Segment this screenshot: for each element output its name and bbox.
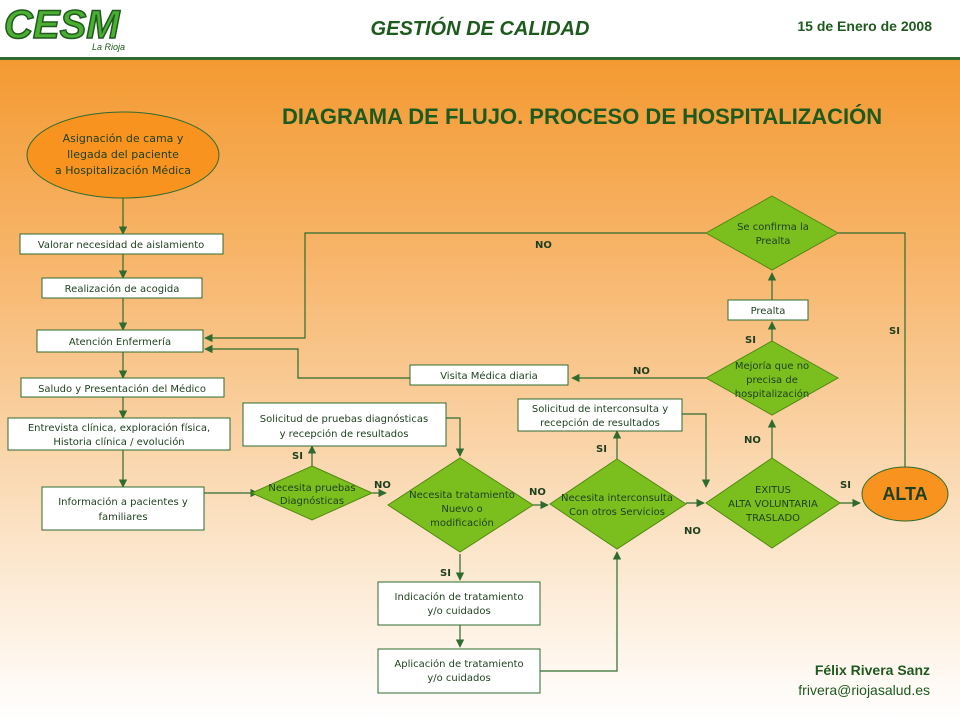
edge-label-pruebas-no: NO [374, 480, 391, 491]
svg-text:Entrevista clínica, exploració: Entrevista clínica, exploración física,H… [28, 422, 210, 448]
edge-visita-enfermeria [204, 344, 410, 379]
logo-text: CESM [4, 3, 121, 47]
node-enfermeria: Atención Enfermería [36, 329, 204, 353]
page-header: CESM La Rioja GESTIÓN DE CALIDAD 15 de E… [0, 0, 960, 58]
svg-text:Atención Enfermería: Atención Enfermería [69, 336, 171, 348]
svg-text:Valorar necesidad de aislamien: Valorar necesidad de aislamiento [38, 240, 205, 251]
svg-text:Visita Médica diaria: Visita Médica diaria [440, 370, 538, 382]
edge-labels: SI NO SI NO SI NO SI NO SI NO SI NO [292, 240, 900, 579]
logo-subtitle: La Rioja [92, 42, 125, 52]
node-valorar: Valorar necesidad de aislamiento [19, 233, 224, 255]
author-email: frivera@riojasalud.es [798, 682, 930, 698]
edge-label-mejoria-no: NO [633, 366, 650, 377]
node-alta: ALTA [861, 466, 949, 522]
edge-label-tratamiento-si: SI [440, 568, 451, 579]
edge-label-exitus-no: NO [744, 435, 761, 446]
svg-text:ALTA: ALTA [882, 484, 927, 504]
diagram-title: DIAGRAMA DE FLUJO. PROCESO DE HOSPITALIZ… [282, 104, 883, 129]
header-date: 15 de Enero de 2008 [797, 18, 932, 34]
edge-label-confirma-no: NO [535, 240, 552, 251]
edge-label-interconsulta-si: SI [596, 444, 607, 455]
edge-label-tratamiento-no: NO [529, 487, 546, 498]
edge-label-pruebas-si: SI [292, 451, 303, 462]
edge-label-mejoria-si: SI [745, 335, 756, 346]
edge-label-interconsulta-no: NO [684, 526, 701, 537]
connectors [118, 198, 910, 672]
header-title: GESTIÓN DE CALIDAD [370, 18, 590, 40]
node-entrevista: Entrevista clínica, exploración física,H… [7, 417, 231, 451]
edge-confirma-enfermeria [204, 232, 706, 343]
edge-label-exitus-si: SI [840, 480, 851, 491]
edge-solicitud-exitus [682, 413, 711, 488]
node-saludo: Saludo y Presentación del Médico [20, 377, 225, 398]
node-acogida: Realización de acogida [41, 277, 203, 299]
header-divider [0, 57, 960, 60]
edge-solicitud-tratamiento [446, 417, 465, 457]
svg-text:Realización de acogida: Realización de acogida [65, 283, 180, 295]
author-name: Félix Rivera Sanz [814, 662, 930, 678]
edge-label-confirma-si: SI [889, 326, 900, 337]
node-visita: Visita Médica diaria [409, 364, 569, 386]
edge-confirma-alta [838, 232, 910, 480]
svg-text:Saludo y Presentación del Médi: Saludo y Presentación del Médico [38, 383, 206, 395]
node-prealta: Prealta [727, 299, 809, 321]
edge-aplicacion-interconsulta [540, 551, 622, 672]
svg-text:Prealta: Prealta [751, 306, 786, 317]
cesm-logo: CESM La Rioja [3, 2, 125, 52]
